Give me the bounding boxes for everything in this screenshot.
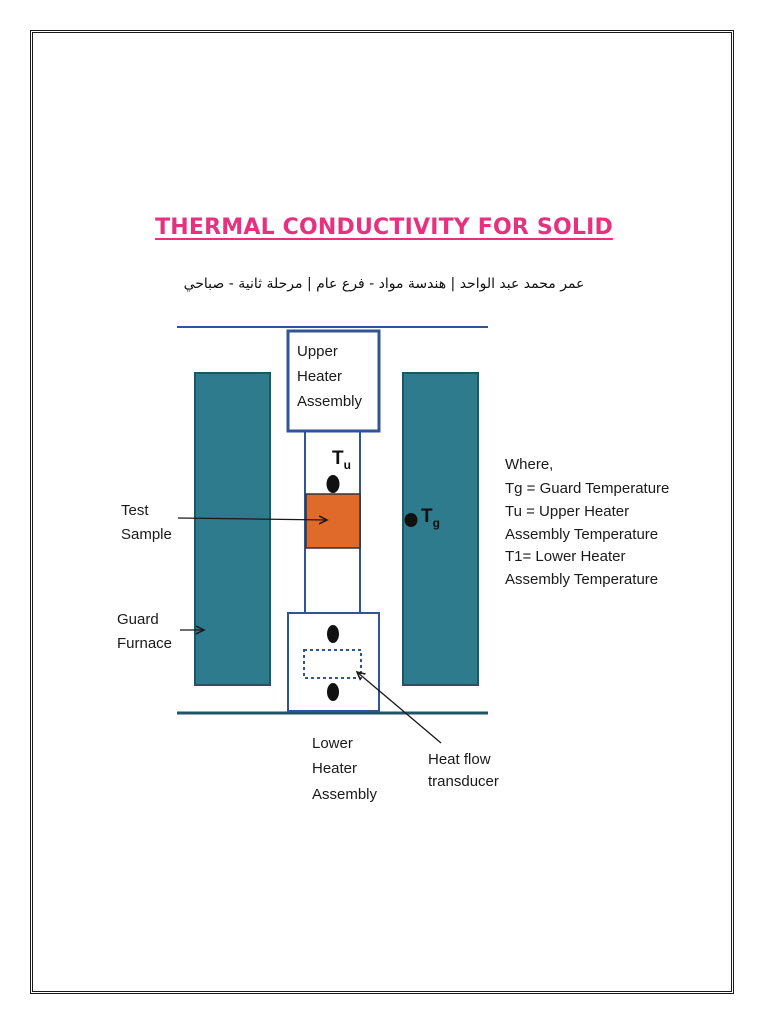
heat-flow-label-2: transducer [428,773,499,790]
heat-flow-arrow [357,672,442,744]
author-line: عمر محمد عبد الواحد | هندسة مواد - فرع ع… [183,276,585,292]
lower-bottom-dot [327,683,339,701]
legend-line-5: T1= Lower Heater [505,548,625,565]
guard-furnace-right [402,372,479,686]
test-sample-block [305,493,361,549]
legend-line-3: Tu = Upper Heater [505,503,629,520]
legend-line-2: Tg = Guard Temperature [505,480,669,497]
test-sample-label-1: Test [121,502,149,519]
heat-flow-transducer-box [303,649,362,679]
lower-heater-label-2: Heater [312,760,357,777]
upper-heater-label-2: Heater [297,368,342,385]
upper-heater-label-3: Assembly [297,393,363,410]
lower-upper-dot [327,625,339,643]
page-border [30,30,734,994]
legend-line-4: Assembly Temperature [505,526,658,543]
tu-thermocouple-dot [326,475,340,493]
legend-line-1: Where, [505,456,553,473]
lower-heater-label-3: Assembly [312,786,378,803]
heat-flow-label-1: Heat flow [428,751,491,768]
test-sample-label-2: Sample [121,526,172,543]
legend-line-6: Assembly Temperature [505,571,658,588]
tg-symbol: Tg [421,506,440,530]
upper-heater-label-1: Upper [297,343,338,360]
guard-furnace-left [194,372,271,686]
test-sample-arrow [177,518,327,520]
tu-symbol: Tu [332,448,351,472]
tg-thermocouple-dot [404,513,418,527]
guard-furnace-label-1: Guard [117,611,159,628]
document-title: THERMAL CONDUCTIVITY FOR SOLID [155,215,613,240]
upper-heater-box [286,329,381,433]
guard-furnace-label-2: Furnace [117,635,172,652]
lower-heater-label-1: Lower [312,735,353,752]
